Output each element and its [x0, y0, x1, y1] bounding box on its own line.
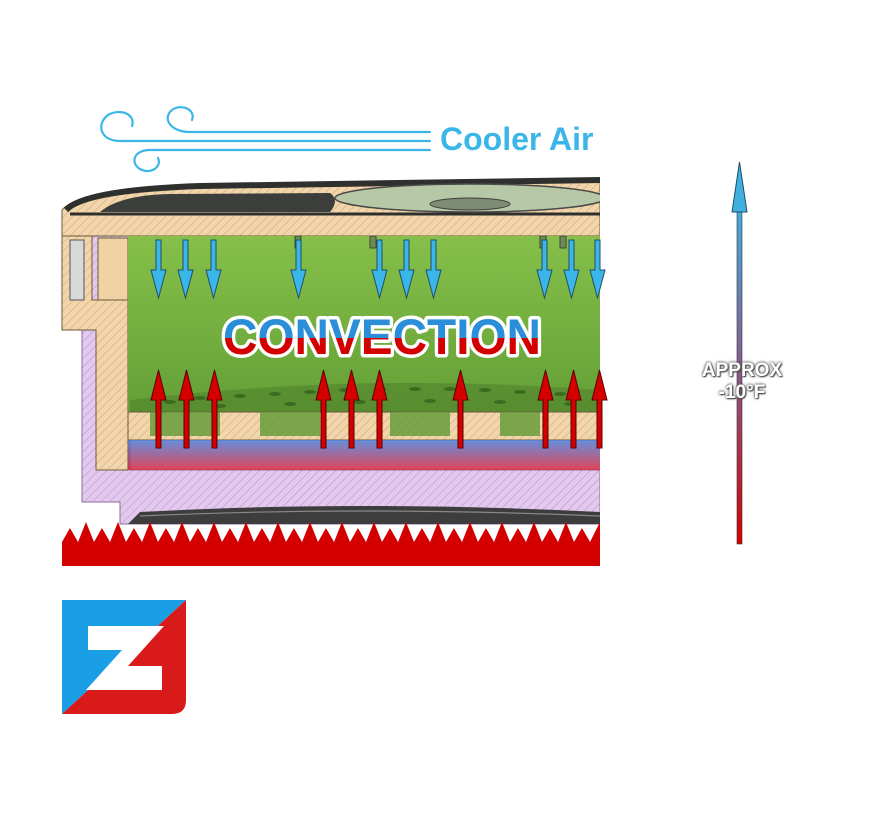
down-arrow [290, 239, 307, 300]
down-arrow [398, 239, 415, 300]
temperature-delta-label: APPROX -10°F [688, 360, 796, 404]
up-arrow [178, 369, 195, 449]
down-arrow [150, 239, 167, 300]
cool-down-arrows [150, 239, 606, 300]
down-arrow [177, 239, 194, 300]
up-arrow [343, 369, 360, 449]
cooler-air-label: Cooler Air [440, 121, 594, 157]
up-arrow [150, 369, 167, 449]
down-arrow [589, 239, 606, 300]
down-arrow [425, 239, 442, 300]
heat-zigzag-icon [62, 522, 600, 566]
down-arrow [205, 239, 222, 300]
up-arrow [452, 369, 469, 449]
delta-temp-label: -10°F [718, 382, 766, 403]
approx-label: APPROX [701, 360, 783, 381]
heated-pool [128, 440, 600, 470]
up-arrow [591, 369, 608, 449]
temperature-gradient-arrow [731, 161, 748, 545]
up-arrow [565, 369, 582, 449]
up-arrow [206, 369, 223, 449]
up-arrow [315, 369, 332, 449]
up-arrow [371, 369, 388, 449]
hot-up-arrows [150, 369, 608, 449]
down-arrow [536, 239, 553, 300]
down-arrow [563, 239, 580, 300]
brand-z-logo [62, 600, 186, 714]
base-foot [128, 506, 600, 524]
down-arrow [371, 239, 388, 300]
convection-label: CONVECTION [223, 309, 541, 365]
wind-swirl-icon [100, 106, 432, 173]
up-arrow [537, 369, 554, 449]
